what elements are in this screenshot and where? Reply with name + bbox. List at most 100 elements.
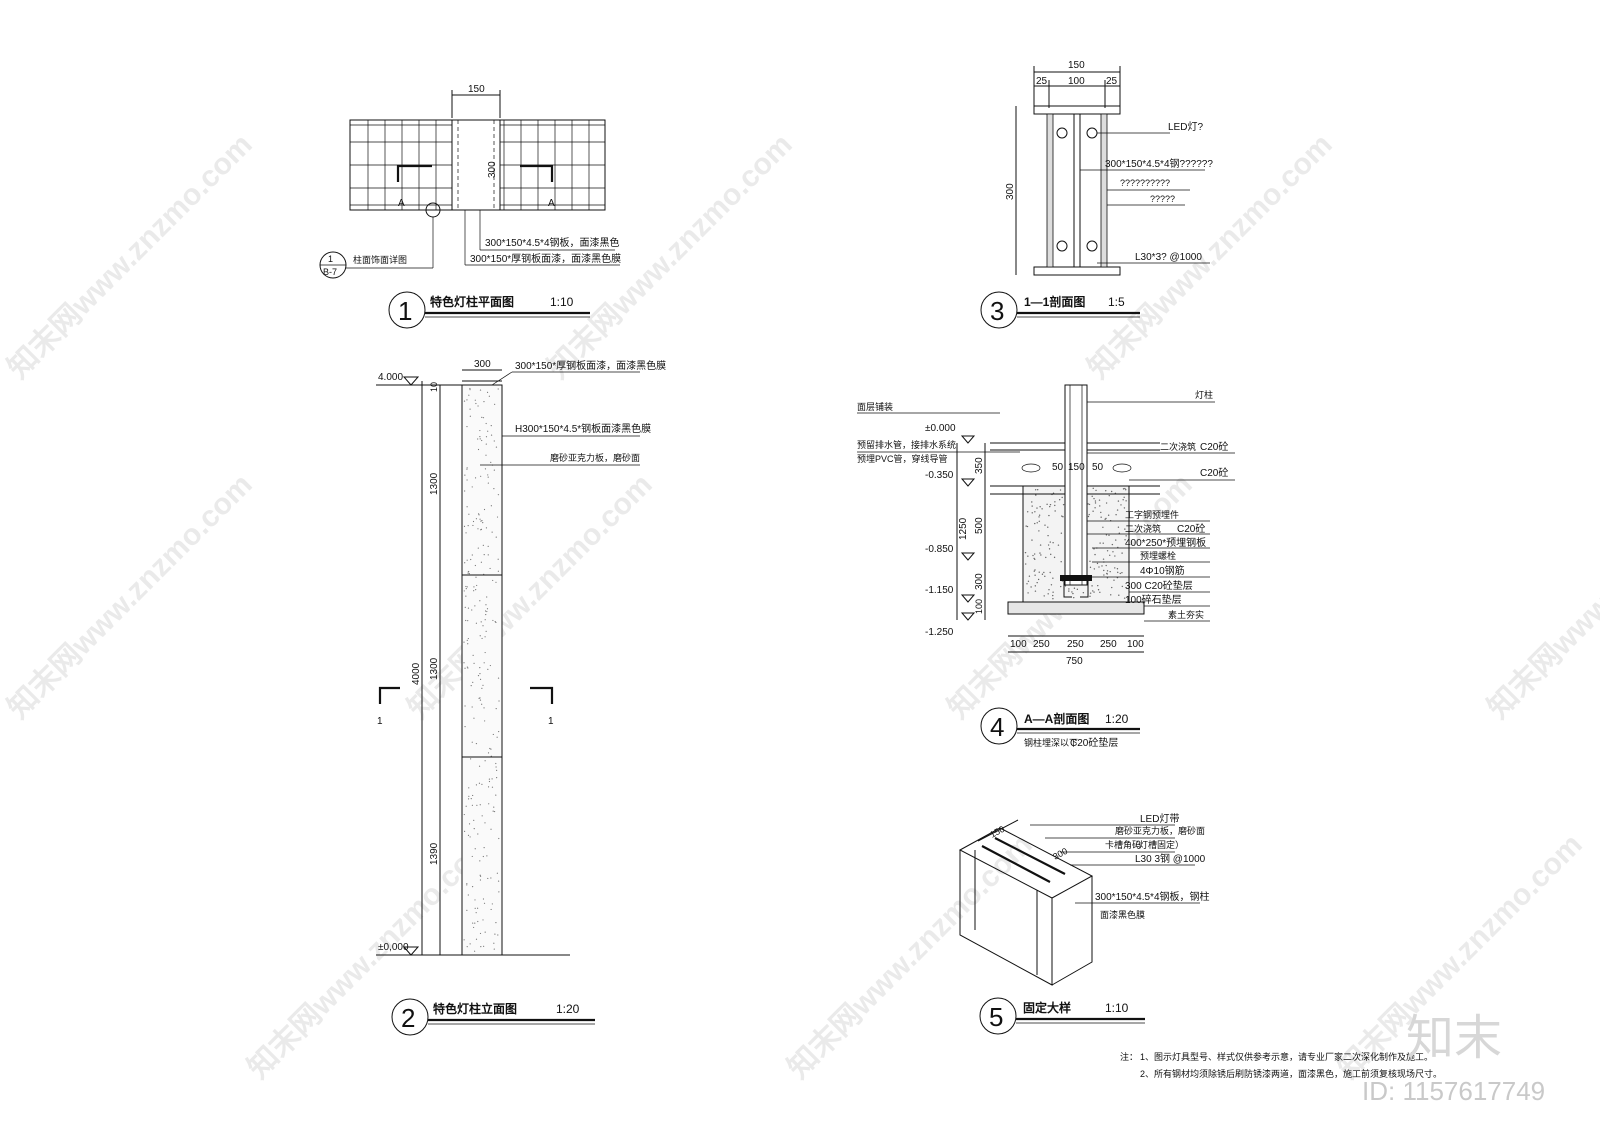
texture-dot: [1111, 586, 1113, 589]
dim-4000: 4000: [411, 662, 422, 685]
texture-dot: [1039, 506, 1041, 508]
callout-h-steel: H300*150*4.5*钢板面漆黑色膜: [515, 422, 651, 435]
texture-dot: [495, 922, 497, 924]
texture-dot: [466, 586, 468, 588]
texture-dot: [1112, 551, 1114, 553]
texture-dot: [1044, 524, 1046, 526]
texture-dot: [471, 554, 473, 556]
texture-dot: [480, 475, 482, 477]
texture-dot: [1094, 507, 1096, 509]
texture-dot: [1060, 585, 1062, 588]
texture-dot: [479, 678, 482, 680]
texture-dot: [486, 596, 488, 598]
texture-dot: [1027, 592, 1029, 594]
texture-dot: [484, 822, 486, 824]
texture-dot: [485, 604, 487, 606]
texture-dot: [1093, 591, 1095, 593]
texture-dot: [465, 587, 467, 590]
texture-dot: [498, 730, 500, 733]
lamp-column-elevation: [461, 384, 503, 956]
texture-dot: [1061, 515, 1063, 517]
texture-dot: [491, 786, 494, 788]
brand-logo-text: 知末: [1406, 1012, 1502, 1065]
label-embed: 工字钢预埋件: [1125, 509, 1179, 520]
label-lamp: 灯柱: [1195, 389, 1213, 400]
fixing-bolt: [1056, 240, 1068, 252]
texture-dot: [467, 798, 470, 800]
drawing-scale: 1:5: [1108, 295, 1125, 309]
texture-dot: [1095, 489, 1097, 492]
texture-dot: [495, 446, 498, 448]
callout-plate-paint: 300*150*厚钢板面漆，面漆黑色膜: [470, 252, 621, 265]
texture-dot: [496, 736, 498, 738]
dim-1250: 1250: [958, 517, 969, 540]
texture-dot: [484, 931, 486, 933]
texture-dot: [472, 654, 474, 657]
texture-dot: [495, 794, 497, 796]
texture-dot: [483, 945, 485, 947]
texture-dot: [464, 606, 466, 608]
texture-dot: [483, 902, 486, 904]
texture-dot: [482, 625, 484, 627]
texture-dot: [479, 697, 481, 699]
level-2: -0.850: [925, 544, 954, 555]
texture-dot: [1034, 590, 1037, 592]
texture-dot: [487, 877, 489, 880]
section-label: 1: [377, 716, 383, 727]
texture-dot: [1113, 579, 1115, 581]
texture-dot: [490, 748, 492, 750]
texture-dot: [1038, 530, 1040, 532]
texture-dot: [1059, 489, 1062, 491]
texture-dot: [482, 919, 484, 921]
texture-dot: [467, 572, 469, 574]
section-mark-left: [378, 686, 400, 704]
texture-dot: [493, 948, 495, 950]
label-secondary: 二次浇筑: [1125, 523, 1161, 534]
level-0: ±0.000: [925, 423, 956, 434]
top-flange: [1033, 105, 1121, 115]
texture-dot: [487, 482, 489, 484]
texture-dot: [493, 469, 495, 471]
texture-dot: [1049, 503, 1052, 506]
texture-dot: [1057, 544, 1060, 546]
texture-dot: [477, 547, 479, 549]
texture-dot: [470, 798, 472, 800]
texture-dot: [1098, 566, 1100, 568]
notes-head: 注：: [1120, 1051, 1138, 1062]
label-steel: 300*150*4.5*4钢??????: [1105, 157, 1213, 170]
texture-dot: [488, 780, 491, 783]
texture-dot: [490, 755, 492, 757]
texture-dot: [484, 468, 487, 470]
texture-dot: [1034, 511, 1036, 513]
texture-dot: [469, 836, 471, 838]
texture-dot: [485, 527, 488, 529]
texture-dot: [1100, 511, 1102, 514]
texture-dot: [1036, 581, 1038, 584]
texture-dot: [467, 637, 469, 640]
texture-dot: [1061, 496, 1063, 499]
texture-dot: [487, 430, 489, 432]
texture-dot: [490, 877, 492, 879]
section-label-a: A: [398, 198, 405, 209]
texture-dot: [1052, 591, 1054, 593]
texture-dot: [465, 585, 467, 588]
texture-dot: [480, 561, 482, 563]
texture-dot: [1092, 487, 1094, 490]
acrylic-panel-left: [1046, 113, 1054, 268]
texture-dot: [479, 875, 482, 877]
texture-dot: [472, 681, 474, 683]
texture-dot: [1043, 595, 1045, 597]
drawing-scale: 1:10: [550, 295, 574, 309]
texture-dot: [497, 570, 499, 572]
texture-dot: [1036, 507, 1038, 509]
dim-300: 300: [487, 161, 498, 178]
texture-dot: [466, 468, 468, 470]
texture-dot: [471, 706, 473, 708]
dim-50: 50: [1052, 462, 1064, 473]
texture-dot: [477, 920, 479, 923]
fixing-bolt: [1086, 240, 1098, 252]
texture-dot: [1098, 499, 1101, 501]
texture-dot: [489, 747, 491, 750]
section-label: 1: [548, 716, 554, 727]
level-top: 4.000: [378, 372, 403, 383]
